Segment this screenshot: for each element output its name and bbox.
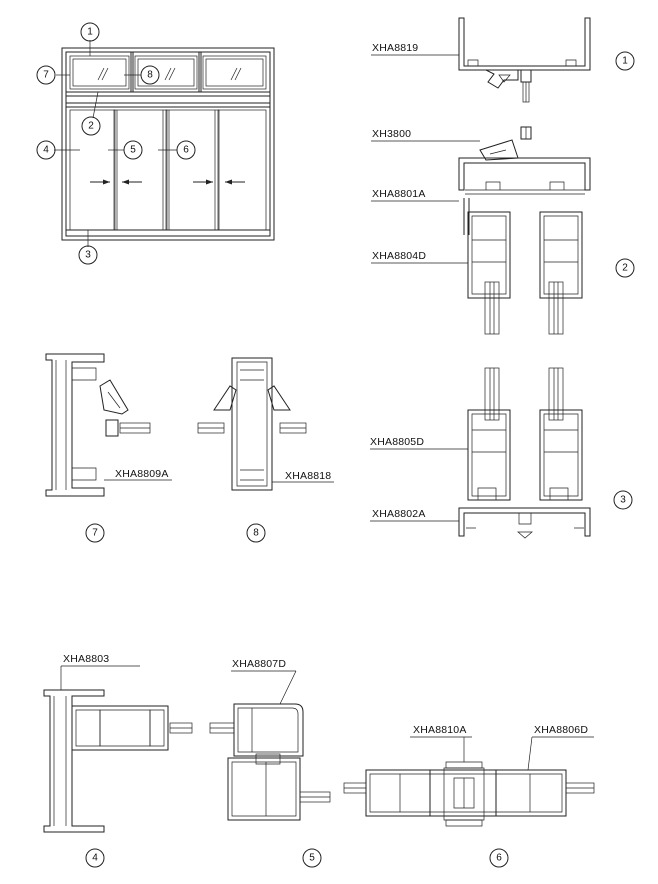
sliding-arrows [90,179,245,185]
section-number: 5 [309,853,315,864]
profile-label: XH3800 [372,128,411,140]
callout-5: 5 [123,140,143,160]
profile-label: XHA8807D [232,658,286,670]
overview-callouts: 1 2 3 4 5 6 7 8 [36,22,196,265]
section-number: 4 [92,853,98,864]
profile-label: XHA8806D [534,724,588,736]
section-number: 6 [496,853,502,864]
window-elevation [54,40,275,247]
section-1-top-frame: XHA8819 1 [371,17,635,103]
profile-label: XHA8818 [285,470,331,482]
section-number: 2 [622,263,628,274]
svg-text:5: 5 [130,145,136,156]
profile-label: XHA8803 [63,653,109,665]
section-number: 7 [92,528,98,539]
callout-6: 6 [176,140,196,160]
section-2-transom: XH3800 XHA8801A XHA8804D 2 [371,126,635,335]
svg-text:7: 7 [43,70,49,81]
section-number: 8 [253,528,259,539]
svg-text:6: 6 [183,145,189,156]
svg-text:2: 2 [88,121,94,132]
callout-3: 3 [78,245,98,265]
callout-2: 2 [81,116,101,136]
profile-label: XHA8810A [413,724,467,736]
section-5-interlock: XHA8807D 5 [209,658,331,868]
profile-label: XHA8801A [372,188,426,200]
callout-8: 8 [140,65,160,85]
svg-text:1: 1 [87,27,93,38]
profile-label: XHA8804D [372,250,426,262]
callout-1: 1 [80,22,100,42]
section-6-meeting-stile: XHA8810A XHA8806D 6 [343,724,595,868]
section-number: 1 [622,56,628,67]
svg-text:8: 8 [147,70,153,81]
section-8-mullion: XHA8818 8 [197,357,334,543]
profile-label: XHA8805D [370,436,424,448]
callout-7: 7 [36,65,56,85]
callout-4: 4 [36,140,56,160]
section-4-side-jamb: XHA8803 4 [43,653,193,868]
section-7-side-frame: XHA8809A 7 [45,353,172,543]
svg-text:3: 3 [85,250,91,261]
profile-label: XHA8809A [115,468,169,480]
section-3-bottom-frame: XHA8805D XHA8802A 3 [370,367,633,539]
profile-label: XHA8819 [372,42,418,54]
svg-text:4: 4 [43,145,49,156]
profile-label: XHA8802A [372,508,426,520]
section-number: 3 [620,495,626,506]
